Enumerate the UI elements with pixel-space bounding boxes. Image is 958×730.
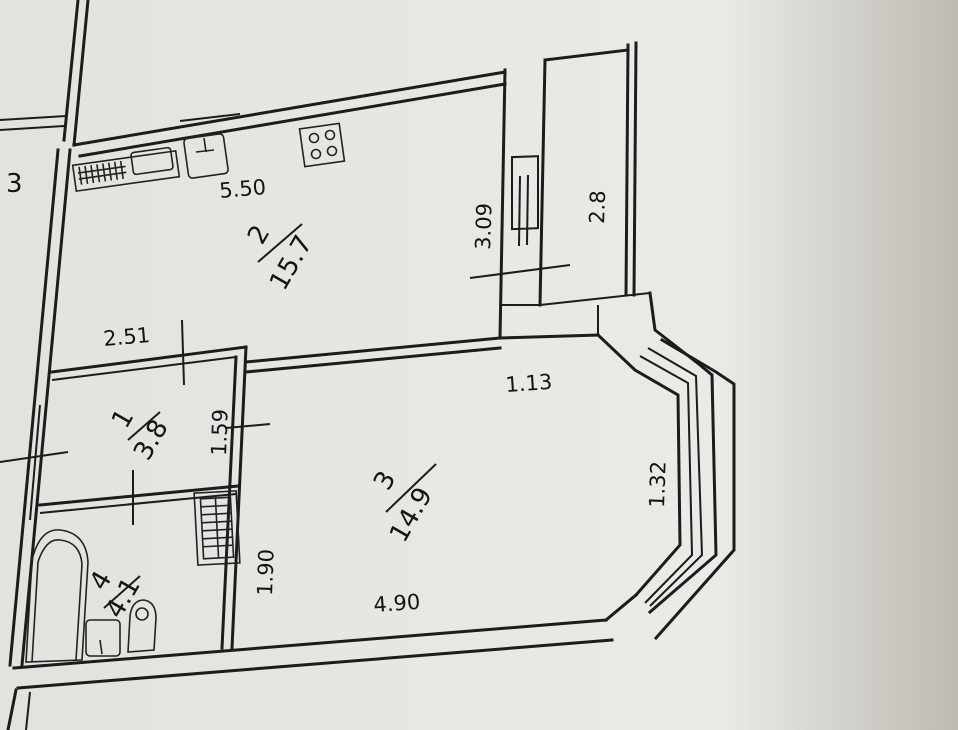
outer-walls <box>6 70 614 730</box>
bathtub-icon <box>25 529 89 663</box>
toilet-icon <box>85 619 121 657</box>
balcony-length-label: 2.8 <box>585 190 610 224</box>
radiator-icon <box>193 490 241 566</box>
kitchen-depth-label: 3.09 <box>471 203 497 251</box>
balcony <box>469 41 651 340</box>
neighbor-room-label: 3 <box>6 169 23 199</box>
interior-walls <box>0 336 502 650</box>
dimension-ticks <box>132 113 271 525</box>
bay-side-label: 1.32 <box>645 461 671 509</box>
bath-depth-label: 1.90 <box>253 549 279 597</box>
fridge-icon <box>183 133 229 179</box>
hall-depth-label: 1.59 <box>207 409 233 457</box>
kitchen-width-label: 5.50 <box>218 175 267 203</box>
neighbor-walls <box>0 0 90 147</box>
room-label-dividers <box>103 223 437 609</box>
stove-icon <box>298 122 346 168</box>
bay-window <box>595 291 736 641</box>
room-width-label: 4.90 <box>373 590 421 617</box>
washbasin-icon <box>127 599 157 653</box>
sink-icon <box>71 146 181 193</box>
hall-width-label: 2.51 <box>102 323 151 351</box>
bay-offset-label: 1.13 <box>505 370 553 397</box>
